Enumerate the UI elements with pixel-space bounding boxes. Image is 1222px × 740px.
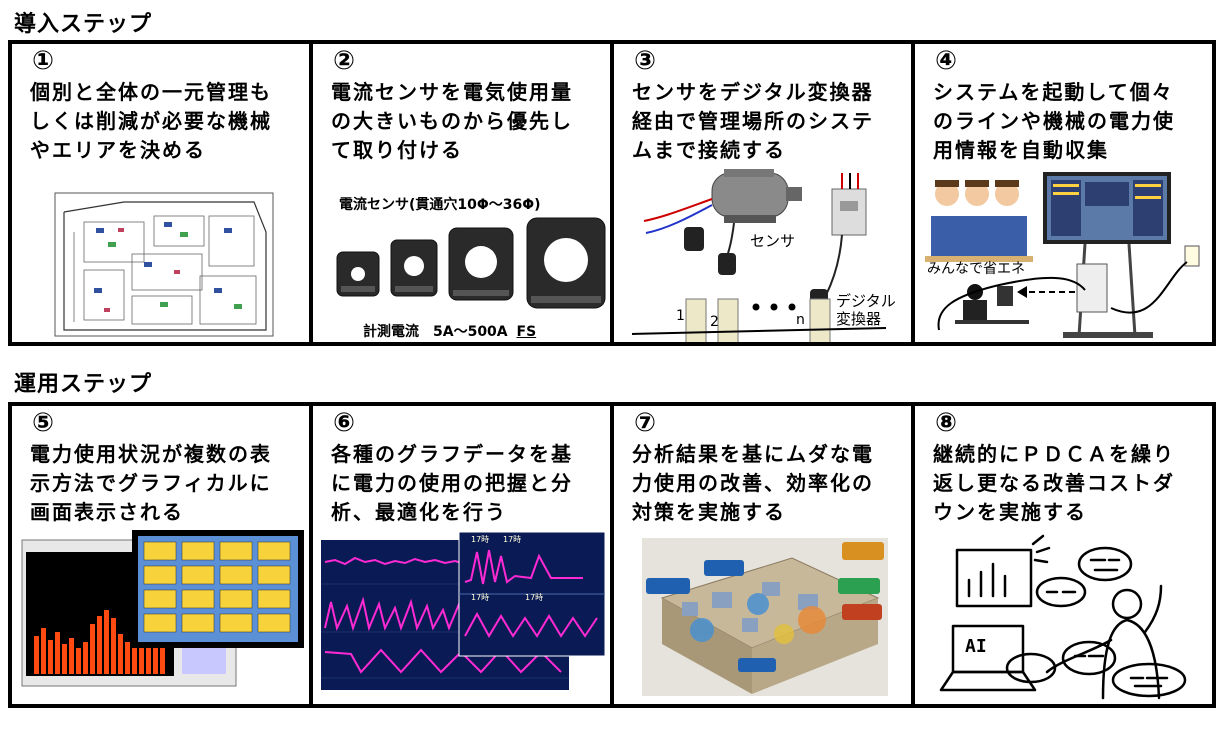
step-1-text: 個別と全体の一元管理もしくは削減が必要な機械やエリアを決める xyxy=(30,80,272,162)
breaker-illustration xyxy=(831,173,867,236)
step-3-text: センサをデジタル変換器経由で管理場所のシステムまで接続する xyxy=(632,80,874,162)
graph-line-1 xyxy=(324,556,466,566)
step-8-number: ⑧ xyxy=(935,408,958,438)
graph-line-3 xyxy=(324,648,562,674)
step-8-text: 継続的にＰＤＣＡを繰り返し更なる改善コストダウンを実施する xyxy=(933,442,1175,524)
bar-chart-bars xyxy=(34,610,165,674)
step-2-text: 電流センサを電気使用量の大きいものから優先して取り付ける xyxy=(331,80,573,162)
factory-floor-plan-image xyxy=(54,192,274,337)
intro-section-title: 導入ステップ xyxy=(14,12,153,37)
step-5-panel: ⑤ 電力使用状況が複数の表示方法でグラフィカルに画面表示される xyxy=(12,406,313,704)
graph-tick-3: 17時 xyxy=(471,593,490,602)
step-4-number: ④ xyxy=(935,46,958,76)
graph-tick-2: 17時 xyxy=(503,535,522,544)
power-graphs-image xyxy=(321,532,605,690)
converter-label-line1: デジタル xyxy=(836,292,896,310)
graph-tick-4: 17時 xyxy=(525,593,544,602)
graph-tick-1: 17時 xyxy=(471,535,490,544)
graph-line-4 xyxy=(464,549,583,585)
sensor-label: センサ xyxy=(750,232,796,250)
factory-3d-map-image xyxy=(642,538,888,696)
intro-steps-row: ① 個別と全体の一元管理もしくは削減が必要な機械やエリアを決める ② 電流センサ… xyxy=(8,40,1216,346)
step-1-panel: ① 個別と全体の一元管理もしくは削減が必要な機械やエリアを決める xyxy=(12,44,313,342)
ai-label: AI xyxy=(965,636,987,657)
current-sensor-title: 電流センサ(貫通穴10Φ～36Φ) xyxy=(339,197,541,213)
step-6-number: ⑥ xyxy=(333,408,356,438)
screen-display-image xyxy=(21,530,304,687)
large-display-monitor xyxy=(1043,172,1171,338)
step-6-text: 各種のグラフデータを基に電力の使用の把握と分析、最適化を行う xyxy=(331,442,573,524)
step-5-text: 電力使用状況が複数の表示方法でグラフィカルに画面表示される xyxy=(30,442,272,524)
step-3-panel: ③ センサをデジタル変換器経由で管理場所のシステムまで接続する xyxy=(614,44,915,342)
motor-illustration xyxy=(711,169,802,223)
converter-number-2: 2 xyxy=(710,314,719,330)
workers-illustration xyxy=(925,180,1033,262)
step-7-text: 分析結果を基にムダな電力使用の改善、効率化の対策を実施する xyxy=(632,442,874,524)
ai-analysis-illustration xyxy=(939,534,1187,700)
step-8-panel: ⑧ 継続的にＰＤＣＡを繰り返し更なる改善コストダウンを実施する xyxy=(915,406,1212,704)
step-4-text: システムを起動して個々のラインや機械の電力使用情報を自動収集 xyxy=(933,80,1175,162)
converter-number-1: 1 xyxy=(676,308,685,324)
step-7-number: ⑦ xyxy=(634,408,657,438)
ops-steps-row: ⑤ 電力使用状況が複数の表示方法でグラフィカルに画面表示される xyxy=(8,402,1216,708)
converter-label-line2: 変換器 xyxy=(836,310,882,328)
operator-illustration xyxy=(955,284,1029,324)
step-1-number: ① xyxy=(32,46,55,76)
measurement-range-value: 計測電流 5A～500A xyxy=(363,324,508,340)
measurement-range-unit: FS xyxy=(516,324,537,340)
graph-line-2 xyxy=(324,596,466,632)
step-2-panel: ② 電流センサを電気使用量の大きいものから優先して取り付ける 電流センサ(貫通穴… xyxy=(313,44,614,342)
step-4-panel: ④ システムを起動して個々のラインや機械の電力使用情報を自動収集 xyxy=(915,44,1212,342)
step-3-number: ③ xyxy=(634,46,657,76)
ops-section-title: 運用ステップ xyxy=(14,372,153,397)
converter-base-line xyxy=(631,327,887,335)
step-7-panel: ⑦ 分析結果を基にムダな電力使用の改善、効率化の対策を実施する xyxy=(614,406,915,704)
graph-line-5 xyxy=(464,611,598,639)
current-sensor-photos xyxy=(336,217,606,309)
energy-saving-caption: みんなで省エネ xyxy=(927,261,1025,277)
step-2-number: ② xyxy=(333,46,356,76)
measurement-range-label: 計測電流 5A～500A FS xyxy=(363,321,536,341)
monitoring-system-illustration xyxy=(925,172,1200,338)
converter-number-n: n xyxy=(796,312,805,328)
step-5-number: ⑤ xyxy=(32,408,55,438)
step-6-panel: ⑥ 各種のグラフデータを基に電力の使用の把握と分析、最適化を行う 17時 17時… xyxy=(313,406,614,704)
